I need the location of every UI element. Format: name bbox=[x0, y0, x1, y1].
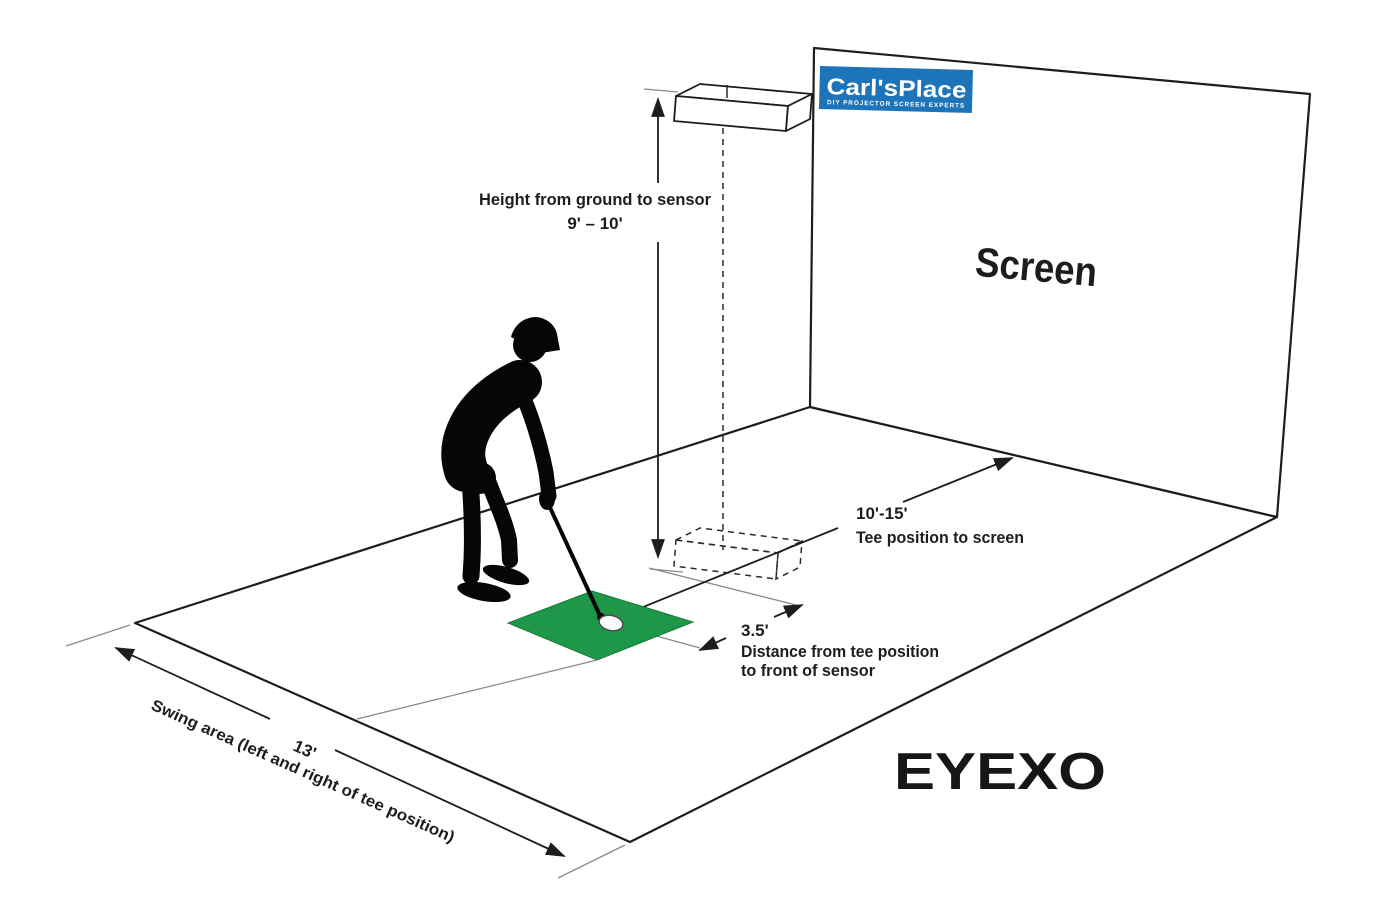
screen-panel bbox=[808, 46, 1312, 519]
tee-to-sensor-arrow bbox=[698, 604, 804, 651]
tee-to-sensor-label-line1: Distance from tee position bbox=[741, 642, 939, 661]
sensor-height-label: Height from ground to sensor bbox=[479, 190, 711, 209]
golf-club-head bbox=[598, 614, 624, 632]
tee-to-screen-value: 10'-15' bbox=[856, 504, 908, 523]
carls-place-logo: Carl'sPlace DIY PROJECTOR SCREEN EXPERTS bbox=[818, 66, 973, 113]
golfer-arm bbox=[512, 382, 557, 504]
sensor-front-extension-line bbox=[648, 567, 801, 607]
logo-title: Carl'sPlace bbox=[826, 73, 967, 103]
golfer-front-leg bbox=[479, 470, 518, 568]
golf-club-shaft bbox=[545, 499, 604, 622]
logo-tagline: DIY PROJECTOR SCREEN EXPERTS bbox=[827, 99, 965, 110]
screen-label: Screen bbox=[973, 239, 1099, 295]
swing-extension-line-left bbox=[65, 624, 131, 647]
golfer-back-leg bbox=[461, 471, 481, 585]
eyexo-wordmark: EYEXO bbox=[894, 743, 1106, 801]
sensor-height-value: 9' – 10' bbox=[567, 214, 622, 233]
tee-line-extension-left bbox=[356, 659, 598, 720]
tee-to-sensor-value: 3.5' bbox=[741, 621, 769, 640]
logo-background bbox=[818, 66, 973, 113]
tee-to-screen-label: Tee position to screen bbox=[856, 528, 1024, 547]
golfer-near-shoe bbox=[457, 581, 511, 603]
sensor-floor-footprint-dashed bbox=[673, 527, 805, 581]
tee-to-screen-arrow bbox=[615, 457, 1014, 619]
swing-extension-line-right bbox=[557, 844, 626, 879]
tee-to-sensor-label-line2: to front of sensor bbox=[741, 661, 875, 680]
swing-area-arrow bbox=[114, 647, 566, 857]
golfer-cap bbox=[511, 317, 560, 353]
sensor-unit bbox=[673, 83, 813, 132]
golfer-silhouette bbox=[441, 317, 624, 632]
golfer-far-shoe bbox=[482, 564, 530, 586]
sensor-top-tick bbox=[643, 88, 679, 93]
